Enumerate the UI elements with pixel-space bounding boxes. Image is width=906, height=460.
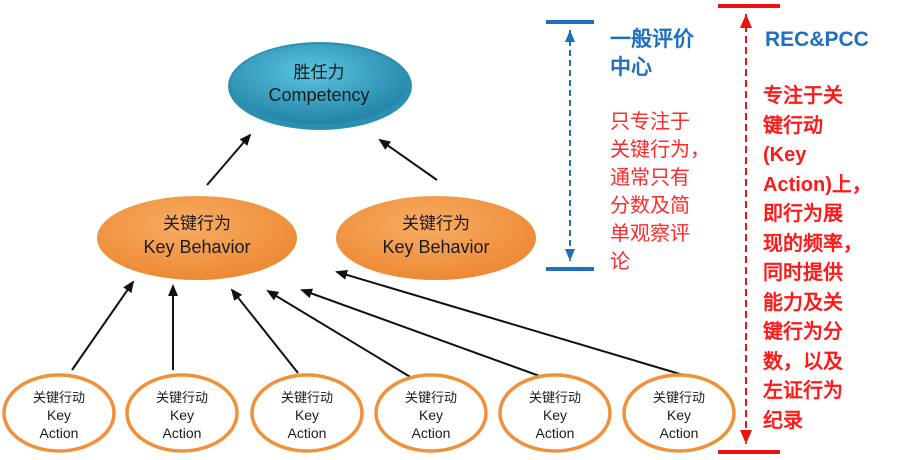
action-label-cn: 关键行动 (653, 390, 705, 405)
competency-label-cn: 胜任力 (294, 63, 345, 82)
action-label-en2: Action (288, 425, 327, 441)
action-label-en1: Key (170, 407, 194, 423)
behavior-label-cn: 关键行为 (163, 214, 231, 233)
action-node: 关键行动 Key Action (374, 373, 488, 453)
action-label-en1: Key (295, 407, 319, 423)
behavior-node: 关键行为 Key Behavior (332, 192, 540, 284)
behavior-node: 关键行为 Key Behavior (93, 192, 301, 284)
action-label-en1: Key (667, 407, 691, 423)
action-label-cn: 关键行动 (405, 390, 457, 405)
behavior-label-cn: 关键行为 (402, 214, 470, 233)
arrow-action-to-behavior (266, 289, 413, 379)
arrow-action-to-behavior (71, 280, 135, 371)
action-label-cn: 关键行动 (156, 390, 208, 405)
action-node: 关键行动 Key Action (250, 373, 364, 453)
action-node: 关键行动 Key Action (498, 373, 612, 453)
arrow-action-to-behavior (230, 288, 299, 374)
arrow-action-to-behavior (300, 288, 546, 379)
arrow-action-to-behavior (335, 270, 701, 381)
action-node: 关键行动 Key Action (2, 373, 116, 453)
general-center-bracket (546, 20, 594, 271)
action-label-en1: Key (543, 407, 567, 423)
action-label-en1: Key (47, 407, 71, 423)
action-label-en2: Action (660, 425, 699, 441)
action-label-en2: Action (412, 425, 451, 441)
action-label-cn: 关键行动 (33, 390, 85, 405)
rec-pcc-description: 专注于关 键行动 (Key Action)上， 即行为展 现的频率， 同时提供 … (763, 85, 872, 432)
general-center-description: 只专注于 关键行为， 通常只有 分数及简 单观察评 论 (610, 111, 710, 273)
behavior-label-en: Key Behavior (143, 237, 250, 257)
action-label-cn: 关键行动 (529, 390, 581, 405)
action-label-en1: Key (419, 407, 443, 423)
general-center-title: 一般评价 中心 (610, 28, 694, 79)
competency-node: 胜任力 Competency (228, 42, 412, 130)
action-label-en2: Action (40, 425, 79, 441)
action-label-en2: Action (536, 425, 575, 441)
arrow-behavior-to-competency (378, 138, 438, 181)
behavior-label-en: Key Behavior (382, 237, 489, 257)
rec-pcc-title: REC&PCC (765, 28, 869, 51)
arrow-behavior-to-competency (206, 133, 252, 186)
action-label-en2: Action (163, 425, 202, 441)
action-node: 关键行动 Key Action (622, 373, 736, 453)
action-label-cn: 关键行动 (281, 390, 333, 405)
action-node: 关键行动 Key Action (125, 373, 239, 453)
rec-pcc-bracket (718, 4, 780, 454)
competency-label-en: Competency (268, 85, 369, 105)
